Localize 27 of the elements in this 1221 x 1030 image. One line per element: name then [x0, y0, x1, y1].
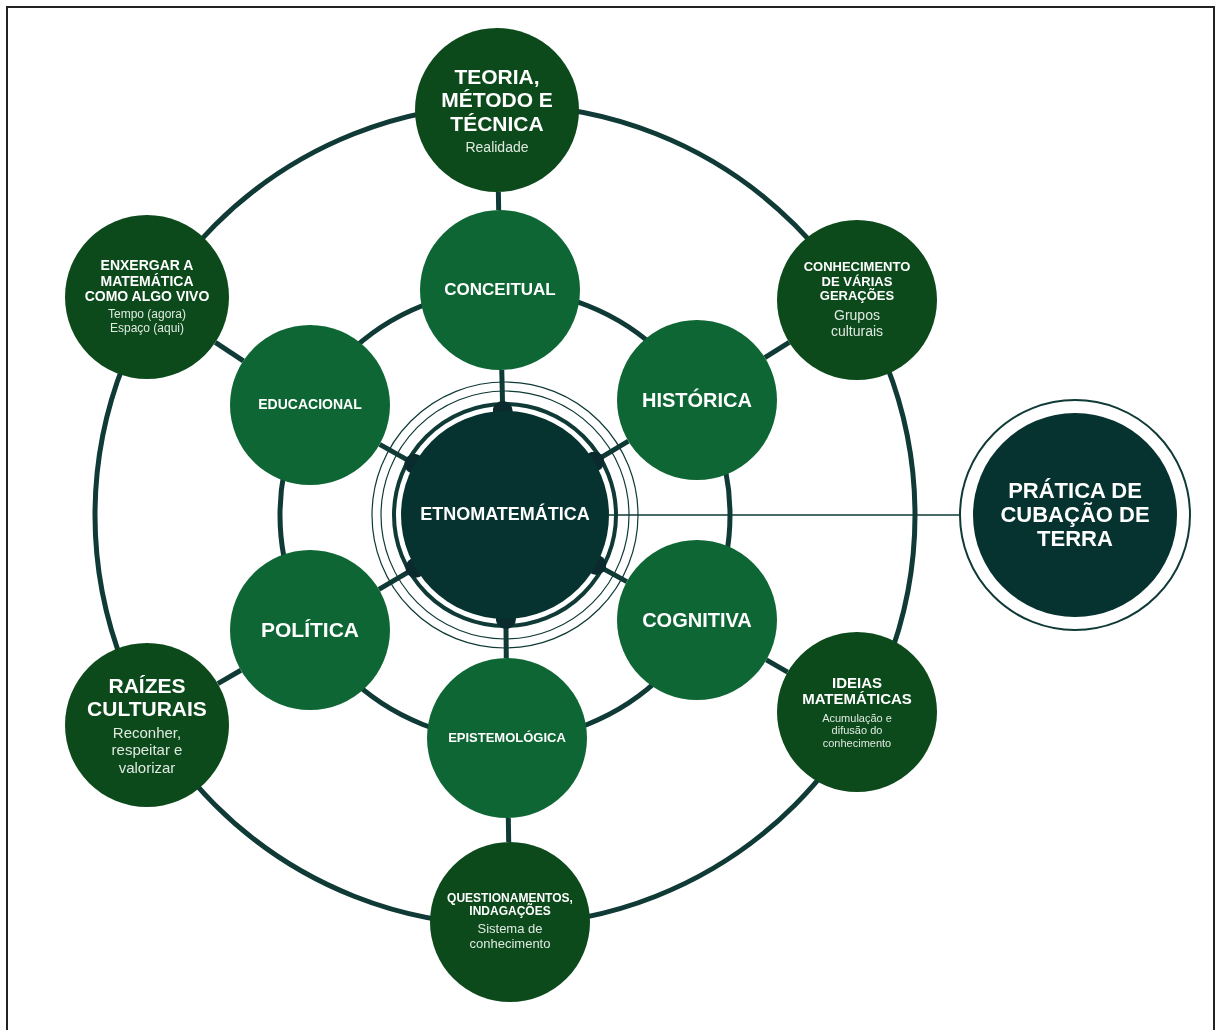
node-heading: EPISTEMOLÓGICA: [448, 730, 566, 746]
node-heading: POLÍTICA: [261, 618, 359, 642]
node-subtext: Sistema de conhecimento: [468, 922, 552, 953]
connector-line: [216, 668, 243, 686]
node-heading: PRÁTICA DE CUBAÇÃO DE TERRA: [999, 478, 1151, 552]
node-heading: EDUCACIONAL: [258, 397, 362, 413]
connector-line: [213, 340, 245, 363]
node-subtext: Tempo (agora) Espaço (aqui): [106, 308, 187, 336]
node-heading: HISTÓRICA: [642, 389, 752, 411]
node-heading: ETNOMATEMÁTICA: [420, 505, 590, 525]
node-heading: CONHECIMENTO DE VÁRIAS GERAÇÕES: [802, 260, 912, 304]
node-heading: COGNITIVA: [642, 609, 752, 631]
connector-line: [608, 514, 960, 516]
node-heading: CONCEITUAL: [444, 280, 556, 300]
connector-line: [765, 657, 789, 675]
node-heading: QUESTIONAMENTOS, INDAGAÇÕES: [446, 891, 574, 919]
node-heading: TEORIA, MÉTODO E TÉCNICA: [440, 65, 554, 135]
node-heading: RAÍZES CULTURAIS: [86, 674, 208, 721]
node-subtext: Grupos culturais: [829, 307, 885, 340]
node-heading: ENXERGAR A MATEMÁTICA COMO ALGO VIVO: [84, 258, 210, 305]
connector-line: [505, 817, 512, 843]
connector-line: [495, 191, 502, 211]
connector-line: [763, 340, 791, 360]
node-subtext: Acumulação e difusão do conhecimento: [821, 711, 893, 750]
node-subtext: Realidade: [465, 138, 529, 155]
node-heading: IDEIAS MATEMÁTICAS: [801, 674, 913, 708]
node-subtext: Reconher, respeitar e valorizar: [110, 724, 184, 776]
